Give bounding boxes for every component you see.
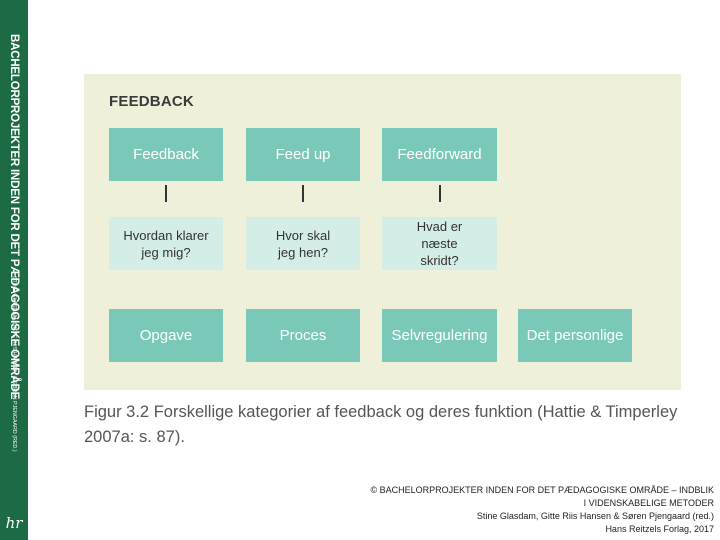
box-feedback: Feedback (109, 128, 223, 181)
caption-line-2: 2007a: s. 87). (84, 428, 185, 446)
question-text: Hvad er næste skridt? (416, 219, 463, 268)
copyright-line-4: Hans Reitzels Forlag, 2017 (605, 524, 714, 534)
copyright-line-1: © BACHELORPROJEKTER INDEN FOR DET PÆDAGO… (370, 485, 714, 495)
copyright-notice: © BACHELORPROJEKTER INDEN FOR DET PÆDAGO… (370, 484, 714, 536)
box-proces: Proces (246, 309, 360, 362)
question-box-2: Hvor skal jeg hen? (246, 217, 360, 270)
box-opgave: Opgave (109, 309, 223, 362)
question-text: Hvordan klarer jeg mig? (123, 227, 209, 260)
copyright-line-2: I VIDENSKABELIGE METODER (583, 498, 714, 508)
box-selvregulering: Selvregulering (382, 309, 497, 362)
figure-title: FEEDBACK (109, 93, 194, 110)
question-box-1: Hvordan klarer jeg mig? (109, 217, 223, 270)
figure-caption: Figur 3.2 Forskellige kategorier af feed… (84, 400, 684, 450)
question-text: Hvor skal jeg hen? (275, 227, 331, 260)
question-box-3: Hvad er næste skridt? (382, 217, 497, 270)
caption-line-1: Figur 3.2 Forskellige kategorier af feed… (84, 403, 678, 421)
connector-line (165, 185, 167, 202)
publisher-logo: hr (5, 514, 23, 532)
copyright-line-3: Stine Glasdam, Gitte Riis Hansen & Søren… (476, 511, 714, 521)
sidebar: BACHELORPROJEKTER INDEN FOR DET PÆDAGOGI… (0, 0, 28, 540)
sidebar-editors: STINE GLASDAM, GITTE RIIS HANSEN & SØREN… (11, 276, 17, 452)
connector-line (439, 185, 441, 202)
box-feed-up: Feed up (246, 128, 360, 181)
box-det-personlige: Det personlige (518, 309, 632, 362)
connector-line (302, 185, 304, 202)
box-feedforward: Feedforward (382, 128, 497, 181)
